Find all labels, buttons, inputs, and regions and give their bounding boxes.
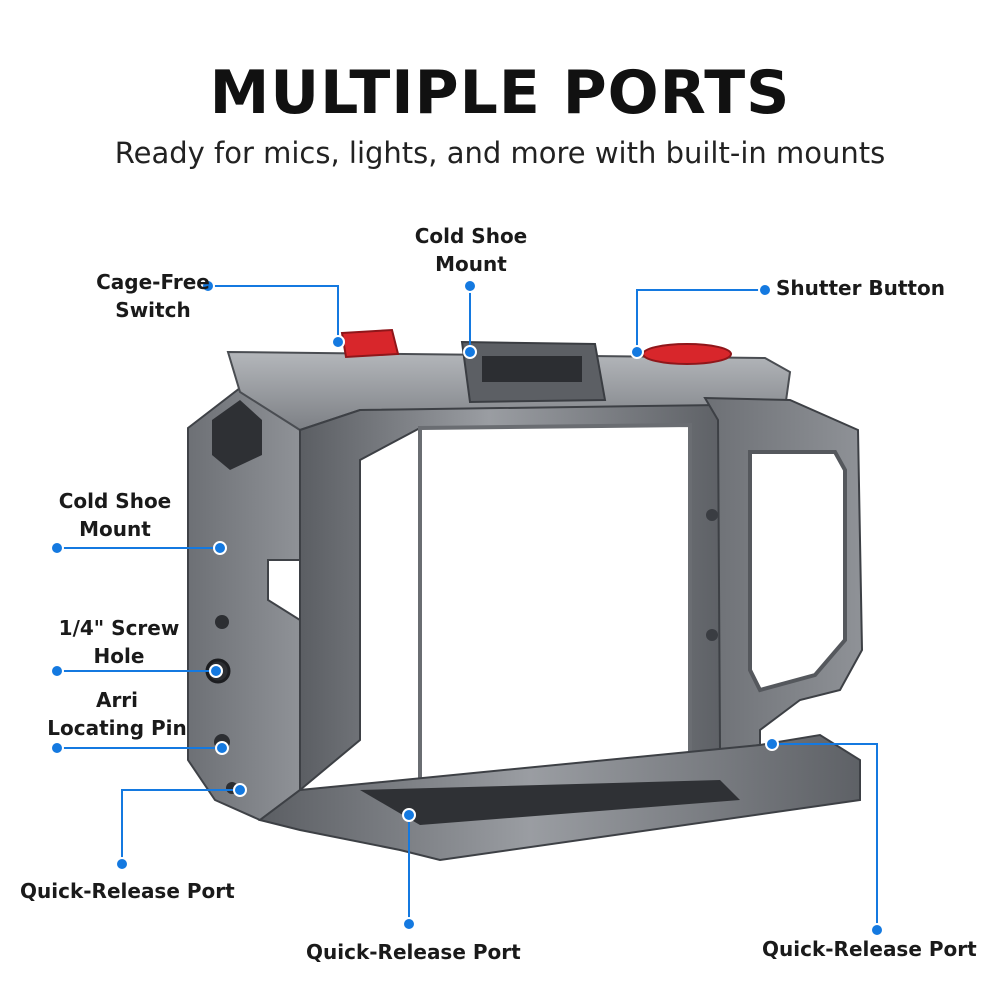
callout-arri-pin: Arri Locating Pin bbox=[47, 688, 187, 740]
page-title: MULTIPLE PORTS bbox=[209, 58, 791, 128]
cage-right-slot bbox=[748, 450, 847, 693]
cage-free-switch-part bbox=[340, 328, 400, 359]
callout-qr-port-center: Quick-Release Port bbox=[306, 940, 521, 964]
cage-inner-edge bbox=[418, 422, 692, 787]
callout-cold-shoe-top: Cold Shoe Mount bbox=[414, 224, 528, 276]
shutter-button-part bbox=[642, 343, 732, 365]
callout-cold-shoe-side: Cold Shoe Mount bbox=[58, 489, 172, 541]
cage-bottom-plate bbox=[360, 780, 740, 825]
page-subtitle: Ready for mics, lights, and more with bu… bbox=[114, 136, 886, 170]
cage-left-slot bbox=[212, 400, 262, 470]
callout-qr-port-right: Quick-Release Port bbox=[762, 937, 977, 961]
side-hole-top bbox=[215, 615, 229, 629]
callout-qr-port-left: Quick-Release Port bbox=[20, 879, 235, 903]
cold-shoe-top-slot bbox=[482, 356, 582, 382]
callout-cage-free-switch: Cage-Free Switch bbox=[96, 270, 210, 322]
callout-screw-hole: 1/4" Screw Hole bbox=[58, 616, 180, 668]
callout-shutter-button: Shutter Button bbox=[776, 276, 945, 300]
